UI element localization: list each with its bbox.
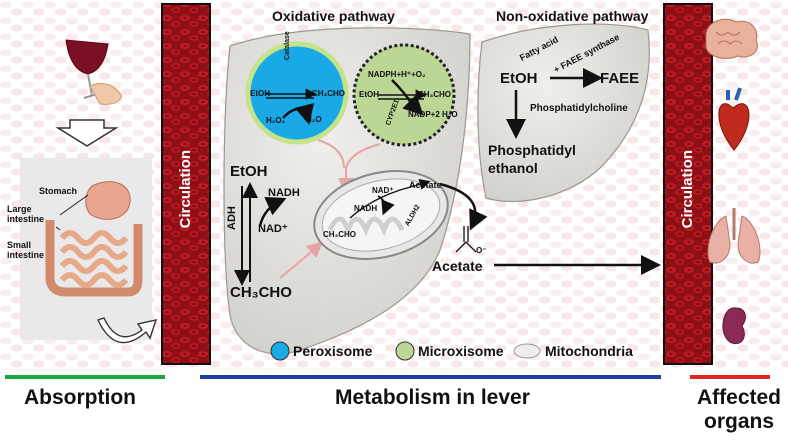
stomach-pointer: [59, 194, 89, 216]
peroxisome-h2o: H₂O: [306, 115, 322, 124]
heart-icon: [718, 87, 750, 151]
pink-arrow-cytosol: [279, 241, 323, 279]
mito-nadh: NADH: [354, 204, 378, 213]
peroxisome-ch3cho: CH₃CHO: [312, 89, 346, 98]
legend-mitochondria-label: Mitochondria: [545, 343, 633, 359]
microsome-nadph-arrow: [391, 79, 424, 116]
microsome-nadph: NADPH+H⁺+O₂: [368, 70, 426, 79]
large-intestine-label: Large intestine: [7, 204, 45, 224]
large-intestine-pointer: [55, 226, 61, 231]
legend-peroxisome-swatch: [270, 341, 290, 361]
affected-bar: [690, 375, 770, 379]
adh-label: ADH: [226, 206, 238, 230]
microsome-etoh: EtOH: [359, 90, 379, 99]
affected-label-line2: organs: [704, 410, 775, 433]
mito-ch3cho: CH₃CHO: [323, 230, 357, 239]
stomach-label: Stomach: [39, 186, 78, 196]
acetate-structure: [455, 226, 477, 253]
peroxisome-h2o2: H₂O₂: [266, 116, 286, 125]
acetate-label: Acetate: [432, 258, 483, 274]
lungs-icon: [707, 208, 761, 264]
peroxisome-etoh: EtOH: [250, 89, 270, 98]
kidney-icon: [722, 307, 746, 344]
legend-microsome-label: Microxisome: [418, 343, 504, 359]
circulation-label-left: Circulation: [177, 150, 194, 229]
ethanol-label: ethanol: [488, 160, 538, 176]
phosphatidyl-label: Phosphatidyl: [488, 142, 576, 158]
phosphatidylcholine-label: Phosphatidylcholine: [530, 103, 628, 114]
legend-peroxisome-label: Peroxisome: [293, 343, 373, 359]
faee-label: FAEE: [600, 70, 640, 87]
nadh-curved-arrow: [258, 196, 287, 227]
legend-microsome-swatch: [395, 341, 415, 361]
digestive-panel: [20, 158, 152, 340]
acetate-charge: O⁻: [476, 246, 487, 255]
peroxisome-circle: [245, 41, 349, 145]
cytosol-etoh: EtOH: [230, 163, 268, 180]
mito-ch3cho-arrow: [349, 178, 431, 219]
pink-arrow-peroxisome: [317, 139, 345, 169]
cytosol-ch3cho: CH₃CHO: [230, 284, 292, 301]
mito-nad: NAD⁺: [372, 186, 394, 195]
absorption-label: Absorption: [24, 386, 136, 409]
circulation-column-left: [161, 3, 211, 365]
stomach-shape: [85, 181, 131, 220]
affected-label-line1: Affected: [697, 386, 782, 409]
non-oxidative-pathway-header: Non-oxidative pathway: [496, 8, 649, 24]
circulation-column-right: [663, 3, 713, 365]
absorption-bar: [5, 375, 165, 379]
peroxisome-h2o2-arrow: [282, 103, 315, 125]
small-intestine-shape: [59, 230, 129, 288]
affected-organs-label: Affected organs: [697, 386, 781, 434]
absorption-curved-arrow: [97, 317, 158, 344]
metabolism-bar: [200, 375, 661, 379]
nonox-etoh: EtOH: [500, 70, 538, 87]
mito-nad-arrow: [377, 195, 395, 216]
cytosol-nad: NAD⁺: [258, 223, 288, 235]
wine-glass-icon: [65, 39, 123, 105]
acetate-exit-arrow: [439, 182, 488, 231]
cytosol-nadh: NADH: [268, 187, 300, 199]
microsome-ch3cho: CH₃CHO: [418, 90, 452, 99]
pink-arrow-microsome: [338, 143, 381, 194]
large-intestine-shape: [45, 220, 143, 297]
mito-acetate: Acetate: [409, 180, 442, 190]
microsome-nadp: NADP+2 H₂O: [408, 110, 458, 119]
oxidative-pathway-header: Oxidative pathway: [272, 8, 395, 24]
legend-mitochondria-swatch: [513, 343, 541, 359]
small-intestine-label: Small intestine: [7, 240, 45, 260]
catalase-label: Catalase: [284, 31, 291, 60]
ingestion-down-arrow: [55, 119, 119, 147]
liver-left-lobe: [477, 23, 650, 203]
metabolism-label: Metabolism in lever: [335, 386, 530, 409]
mitochondrion-shape: [313, 170, 449, 260]
circulation-label-right: Circulation: [679, 150, 696, 229]
brain-icon: [705, 18, 758, 59]
